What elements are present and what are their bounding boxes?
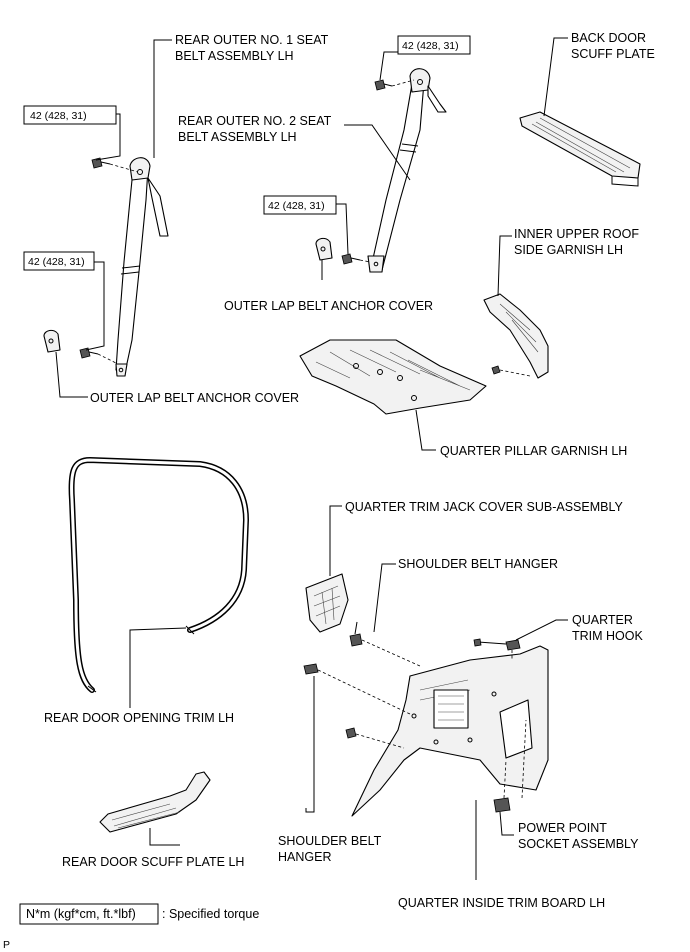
footer-mark: P xyxy=(3,939,10,951)
label-outer-lap-cover-1: OUTER LAP BELT ANCHOR COVER xyxy=(90,391,299,405)
bolt-icon xyxy=(345,727,357,739)
label-rear-door-scuff: REAR DOOR SCUFF PLATE LH xyxy=(62,855,244,869)
legend-box-text: N*m (kgf*cm, ft.*lbf) xyxy=(26,907,136,921)
torque-box-3: 42 (428, 31) xyxy=(263,195,337,215)
rear-door-opening-trim-drawing xyxy=(68,456,250,693)
back-door-scuff-plate-drawing xyxy=(519,111,641,187)
leader-lines xyxy=(55,37,568,880)
torque-box-4: 42 (428, 31) xyxy=(23,251,95,271)
outer-lap-belt-anchor-cover-2-drawing xyxy=(315,237,333,261)
label-rear-outer-no1-line1: REAR OUTER NO. 1 SEAT xyxy=(175,33,329,47)
label-quarter-inside-trim: QUARTER INSIDE TRIM BOARD LH xyxy=(398,896,605,910)
quarter-inside-trim-board-drawing xyxy=(351,645,549,817)
label-rear-outer-no1-line2: BELT ASSEMBLY LH xyxy=(175,49,294,63)
torque-value: 42 (428, 31) xyxy=(402,40,459,52)
label-rear-outer-no2-line2: BELT ASSEMBLY LH xyxy=(178,130,297,144)
label-back-door-scuff-line1: BACK DOOR xyxy=(571,31,646,45)
label-inner-upper-roof-line1: INNER UPPER ROOF xyxy=(514,227,639,241)
label-shoulder-hanger-bottom-line2: HANGER xyxy=(278,850,331,864)
shoulder-belt-hanger-top-drawing xyxy=(349,621,363,647)
bolt-icon xyxy=(374,79,393,91)
bolt-icon xyxy=(341,253,361,265)
label-rear-outer-no2-line1: REAR OUTER NO. 2 SEAT xyxy=(178,114,332,128)
quarter-trim-jack-cover-drawing xyxy=(305,573,349,633)
label-back-door-scuff-line2: SCUFF PLATE xyxy=(571,47,655,61)
label-outer-lap-cover-2: OUTER LAP BELT ANCHOR COVER xyxy=(224,299,433,313)
quarter-trim-hook-drawing xyxy=(473,638,521,651)
power-point-socket-drawing xyxy=(493,797,511,813)
quarter-pillar-garnish-drawing xyxy=(299,339,487,415)
outer-lap-belt-anchor-cover-1-drawing xyxy=(43,329,61,353)
torque-box-1: 42 (428, 31) xyxy=(23,105,117,125)
shoulder-belt-hanger-bottom-drawing xyxy=(303,663,319,675)
label-quarter-trim-jack: QUARTER TRIM JACK COVER SUB-ASSEMBLY xyxy=(345,500,623,514)
label-rear-door-opening: REAR DOOR OPENING TRIM LH xyxy=(44,711,234,725)
label-power-point-line1: POWER POINT xyxy=(518,821,607,835)
label-quarter-pillar: QUARTER PILLAR GARNISH LH xyxy=(440,444,627,458)
torque-value: 42 (428, 31) xyxy=(268,200,325,212)
legend: N*m (kgf*cm, ft.*lbf) : Specified torque xyxy=(19,903,259,925)
rear-outer-no1-seat-belt-drawing xyxy=(115,157,169,377)
label-shoulder-hanger-top: SHOULDER BELT HANGER xyxy=(398,557,558,571)
legend-description: : Specified torque xyxy=(162,907,259,921)
rear-door-scuff-plate-drawing xyxy=(99,771,211,833)
torque-value: 42 (428, 31) xyxy=(28,256,85,268)
torque-value: 42 (428, 31) xyxy=(30,110,87,122)
bolt-icon xyxy=(79,347,99,359)
bolt-icon xyxy=(491,365,501,375)
inner-upper-roof-side-garnish-drawing xyxy=(483,293,549,379)
rear-outer-no2-seat-belt-drawing xyxy=(367,68,447,273)
label-shoulder-hanger-bottom-line1: SHOULDER BELT xyxy=(278,834,382,848)
label-power-point-line2: SOCKET ASSEMBLY xyxy=(518,837,639,851)
label-quarter-trim-hook-line2: TRIM HOOK xyxy=(572,629,643,643)
label-inner-upper-roof-line2: SIDE GARNISH LH xyxy=(514,243,623,257)
bolt-icon xyxy=(91,157,111,169)
torque-box-2: 42 (428, 31) xyxy=(397,35,471,55)
label-quarter-trim-hook-line1: QUARTER xyxy=(572,613,633,627)
